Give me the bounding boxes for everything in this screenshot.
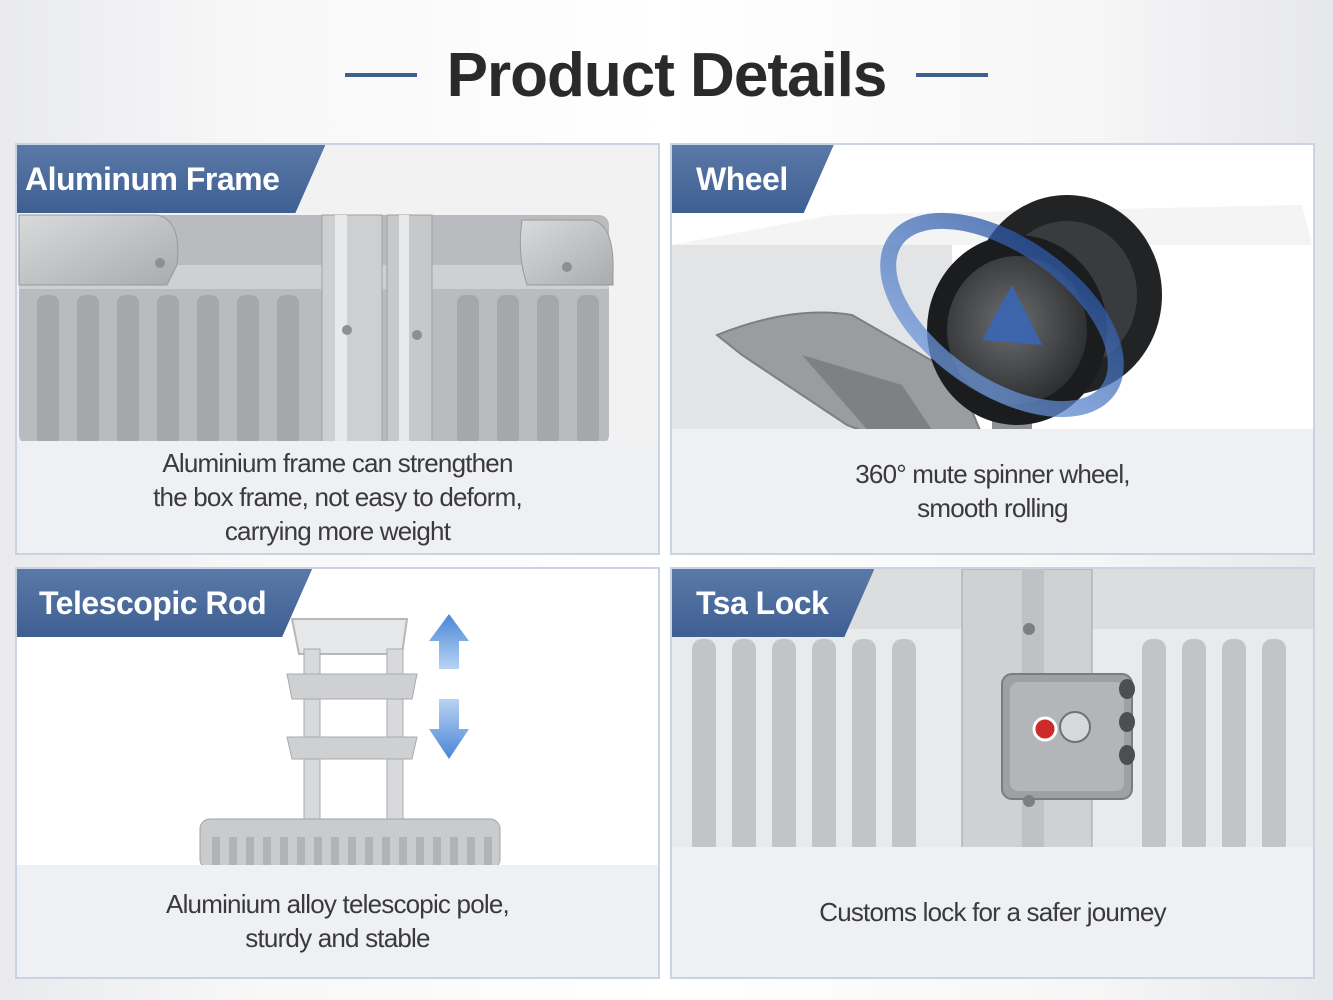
panel-tag: Telescopic Rod [17,569,312,637]
panel-telescopic-rod: Telescopic Rod [15,567,660,979]
panel-caption: Aluminium alloy telescopic pole, sturdy … [17,865,658,977]
panel-tag: Tsa Lock [672,569,874,637]
header-rule-left [344,73,417,77]
panel-tsa-lock: Tsa Lock Customs [670,567,1315,979]
page-title: Product Details [446,40,888,110]
panel-wheel: Wheel 360° mute spinner wheel, smooth ro… [670,143,1315,555]
panel-tag: Wheel [672,145,834,213]
tsa-lock-image [672,569,1313,977]
panel-caption: Aluminium frame can strengthen the box f… [17,441,658,553]
aluminum-frame-image [17,145,658,553]
header: Product Details [0,30,1333,120]
panel-tag: Aluminum Frame [17,145,325,213]
panel-aluminum-frame: Aluminum Frame [15,143,660,555]
panel-caption: Customs lock for a safer joumey [672,847,1313,977]
header-rule-right [916,73,989,77]
panel-caption: 360° mute spinner wheel, smooth rolling [672,429,1313,553]
